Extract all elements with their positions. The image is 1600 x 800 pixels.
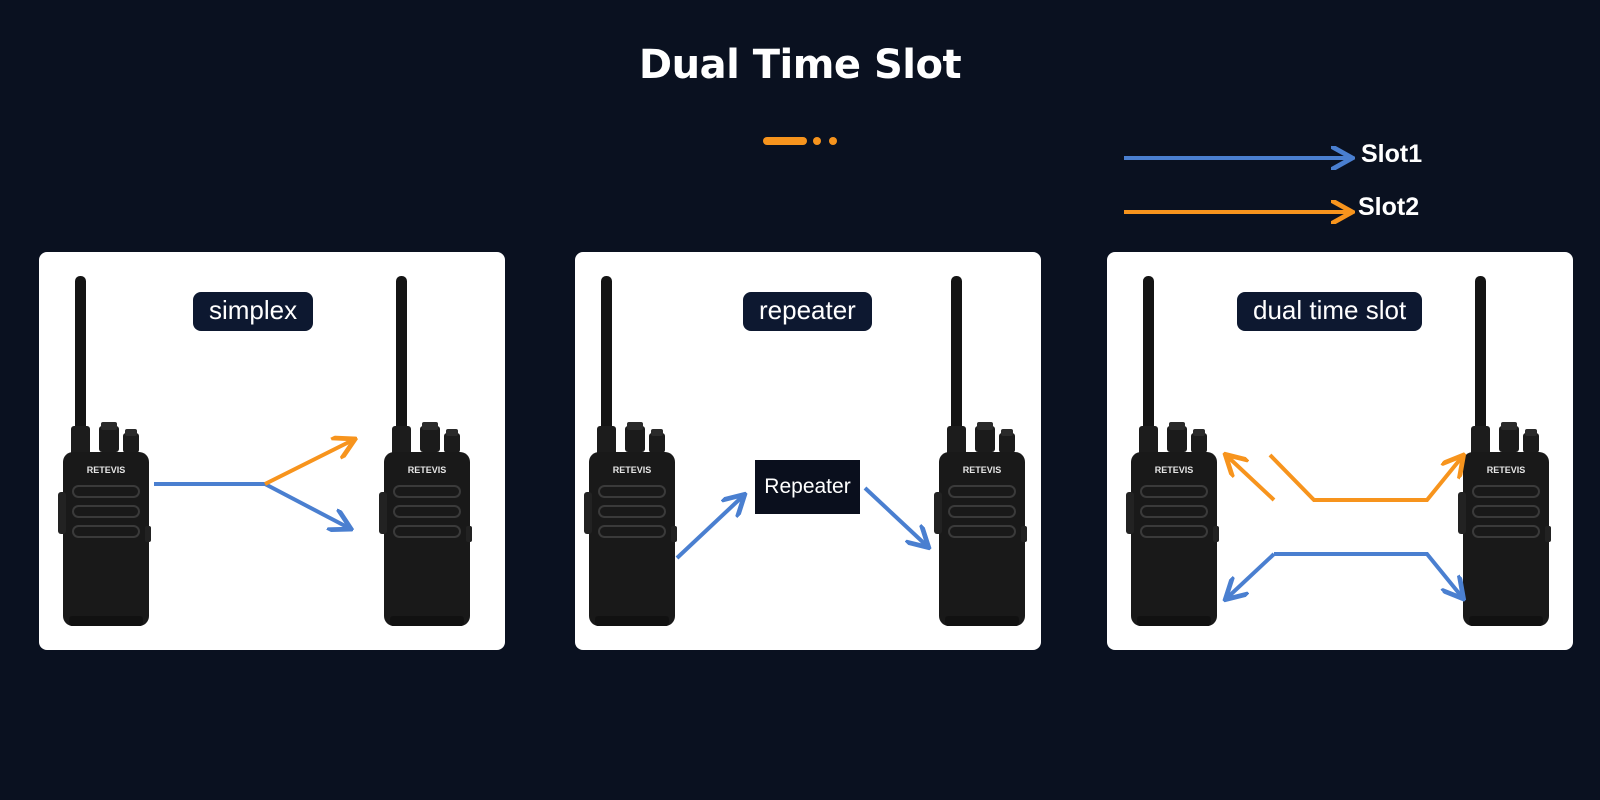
slot1-left-arrow	[1227, 552, 1276, 598]
decoration-dot	[829, 137, 837, 145]
slot2-branch-arrow	[264, 440, 353, 486]
downlink-arrow	[863, 486, 927, 546]
repeater-panel: repeater Repeater	[575, 252, 1041, 650]
radio-icon	[1125, 275, 1220, 627]
slot1-branch-arrow	[264, 482, 349, 528]
dual-time-slot-panel: dual time slot	[1107, 252, 1573, 650]
simplex-label: simplex	[193, 292, 314, 331]
legend: Slot1 Slot2	[1120, 136, 1423, 236]
dual-time-slot-label: dual time slot	[1237, 292, 1423, 331]
decoration-dot	[813, 137, 821, 145]
slot2-path-arrow	[1268, 455, 1462, 502]
radio-icon	[933, 275, 1028, 627]
slot2-left-arrow	[1227, 456, 1276, 502]
radio-icon	[378, 275, 473, 627]
repeater-box: Repeater	[755, 460, 860, 514]
repeater-label: repeater	[743, 292, 872, 331]
radio-icon	[57, 275, 152, 627]
legend-slot2-label: Slot2	[1358, 193, 1420, 221]
radio-icon	[583, 275, 678, 627]
decoration-bar	[763, 137, 807, 145]
legend-slot1-label: Slot1	[1361, 140, 1423, 168]
title-decoration	[763, 134, 843, 148]
simplex-panel: simplex	[39, 252, 505, 650]
radio-icon	[1457, 275, 1552, 627]
uplink-arrow	[675, 496, 743, 560]
slot1-path-arrow	[1274, 552, 1462, 597]
page-title: Dual Time Slot	[638, 42, 962, 88]
